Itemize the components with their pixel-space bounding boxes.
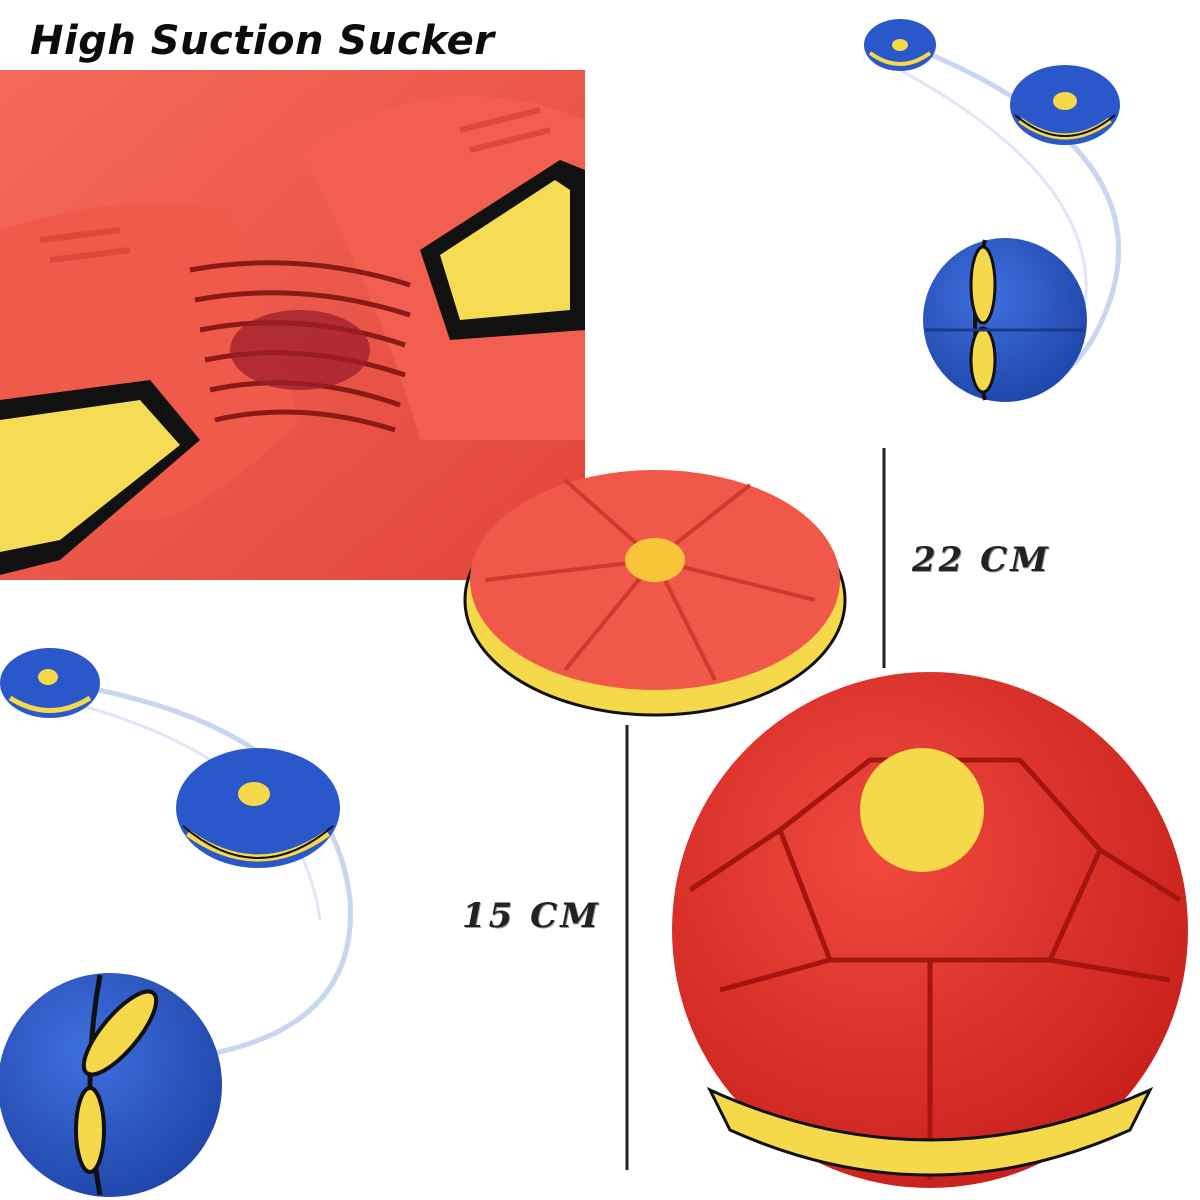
suction-closeup-image	[0, 70, 585, 580]
diameter-measurement-label: 15 CM	[462, 896, 601, 936]
headline: High Suction Sucker	[30, 18, 495, 64]
blue-ball-bottom	[0, 973, 222, 1197]
height-measurement-label: 22 CM	[912, 540, 1051, 580]
blue-disc-medium-bottom	[176, 748, 340, 868]
red-flat-disc	[463, 470, 847, 717]
blue-disc-small-top	[864, 19, 936, 71]
blue-ball-top	[923, 238, 1087, 402]
blue-disc-medium-top	[1010, 65, 1120, 145]
blue-disc-small-bottom	[0, 648, 100, 718]
red-ball	[672, 672, 1188, 1188]
